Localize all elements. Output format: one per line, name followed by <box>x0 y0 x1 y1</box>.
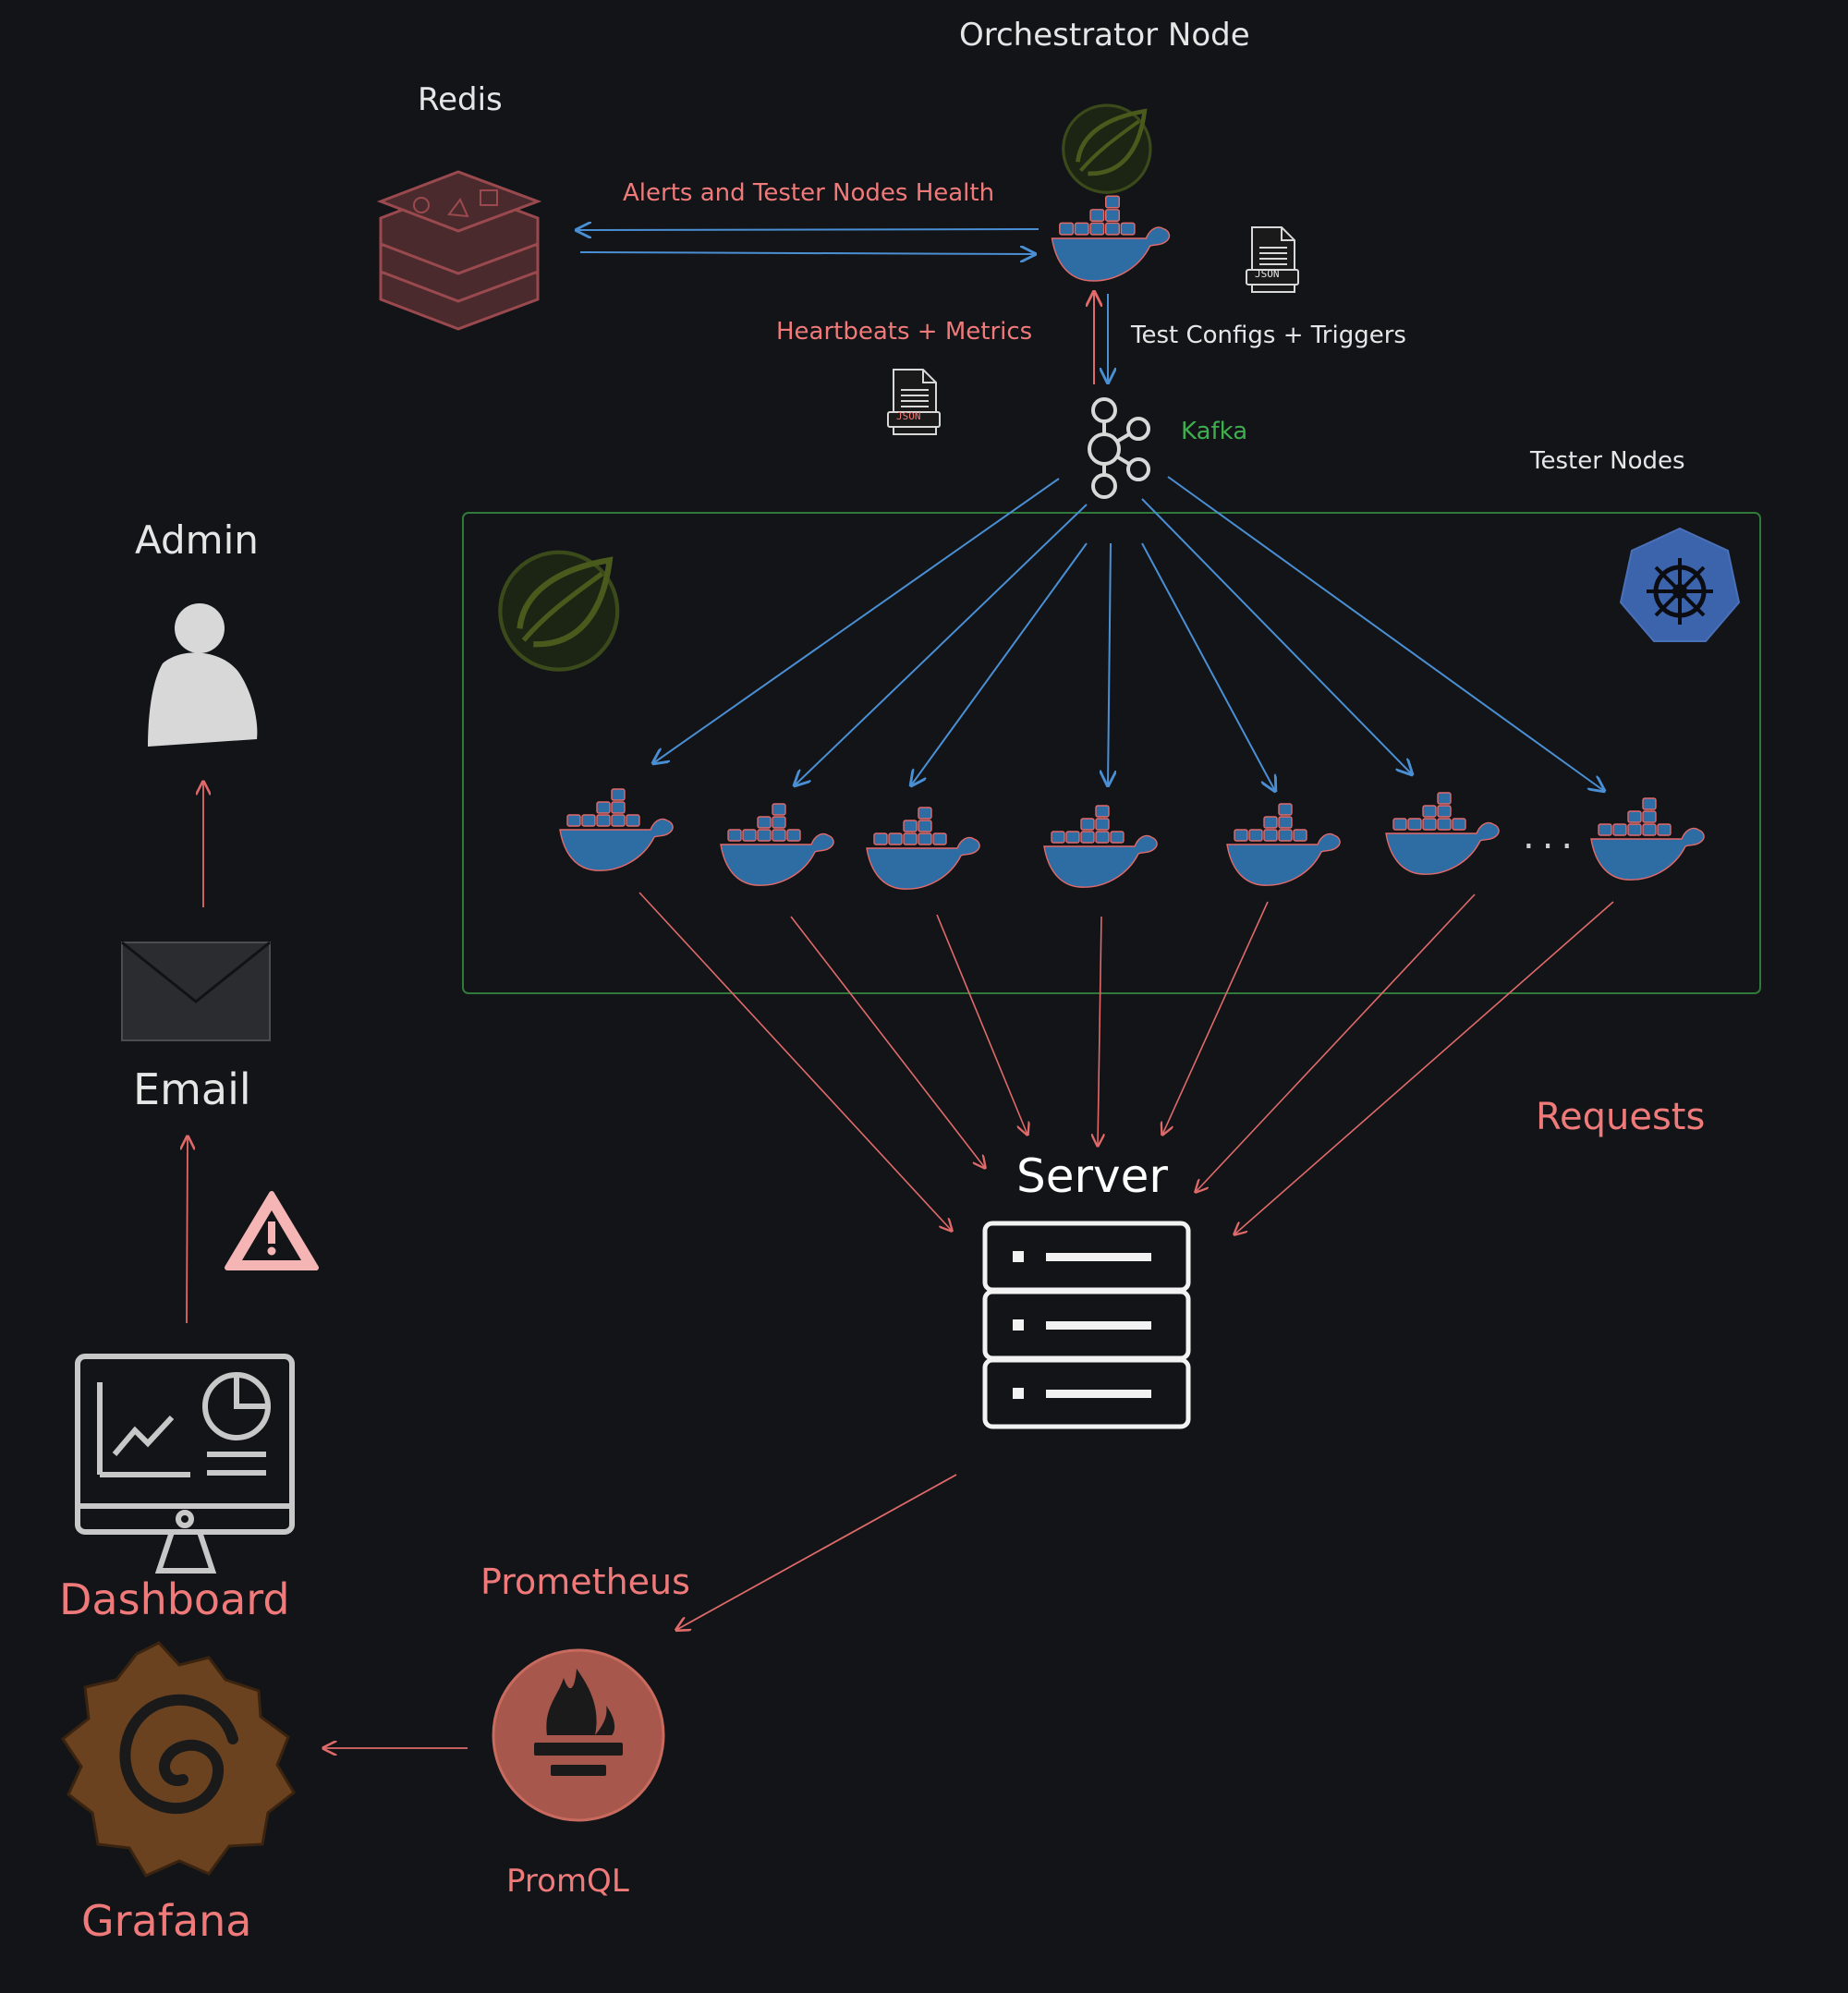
admin-user-icon <box>148 603 258 747</box>
test-configs-label: Test Configs + Triggers <box>1131 322 1406 349</box>
redis-orchestrator-arrows <box>577 229 1040 254</box>
server-icon <box>982 1221 1191 1429</box>
json-file-icon <box>886 368 942 436</box>
email-label: Email <box>133 1064 251 1114</box>
dashboard-label: Dashboard <box>59 1574 290 1624</box>
json-file-label: JSON <box>896 410 921 422</box>
more-nodes-ellipsis: ... <box>1523 815 1581 857</box>
kafka-label: Kafka <box>1181 418 1248 445</box>
request-arrows <box>638 892 1614 1234</box>
heartbeats-metrics-label: Heartbeats + Metrics <box>776 318 1033 346</box>
prometheus-label: Prometheus <box>480 1562 690 1602</box>
tester-nodes-cluster <box>462 512 1761 994</box>
orchestrator-node-title: Orchestrator Node <box>959 17 1250 54</box>
email-envelope-icon <box>121 941 271 1041</box>
docker-icon <box>1226 803 1341 886</box>
redis-icon <box>376 170 542 331</box>
grafana-label: Grafana <box>81 1896 252 1946</box>
server-prometheus-arrow <box>676 1474 957 1630</box>
redis-label: Redis <box>418 81 503 118</box>
kubernetes-icon <box>1619 527 1741 642</box>
docker-icon <box>866 807 980 890</box>
admin-label: Admin <box>135 517 259 563</box>
requests-label: Requests <box>1536 1096 1706 1138</box>
promql-label: PromQL <box>506 1863 629 1900</box>
kafka-to-tester-arrows <box>653 476 1604 791</box>
docker-icon <box>559 788 674 871</box>
docker-icon <box>1051 195 1171 282</box>
docker-icon <box>1590 797 1705 881</box>
grafana-icon <box>60 1641 296 1878</box>
docker-icon <box>1043 805 1158 888</box>
server-label: Server <box>1016 1149 1168 1203</box>
kafka-icon <box>1088 397 1150 499</box>
tester-nodes-label: Tester Nodes <box>1530 447 1685 475</box>
spring-icon <box>500 553 617 670</box>
spring-icon <box>1064 105 1150 192</box>
json-file-icon <box>1245 225 1300 294</box>
prometheus-icon <box>492 1648 665 1822</box>
dashboard-email-arrow <box>187 1136 188 1324</box>
dashboard-monitor-icon <box>75 1354 295 1574</box>
warning-icon <box>225 1191 319 1270</box>
alerts-health-label: Alerts and Tester Nodes Health <box>623 179 995 207</box>
docker-icon <box>1385 792 1500 875</box>
json-file-label: JSON <box>1255 268 1280 280</box>
docker-icon <box>720 803 834 886</box>
